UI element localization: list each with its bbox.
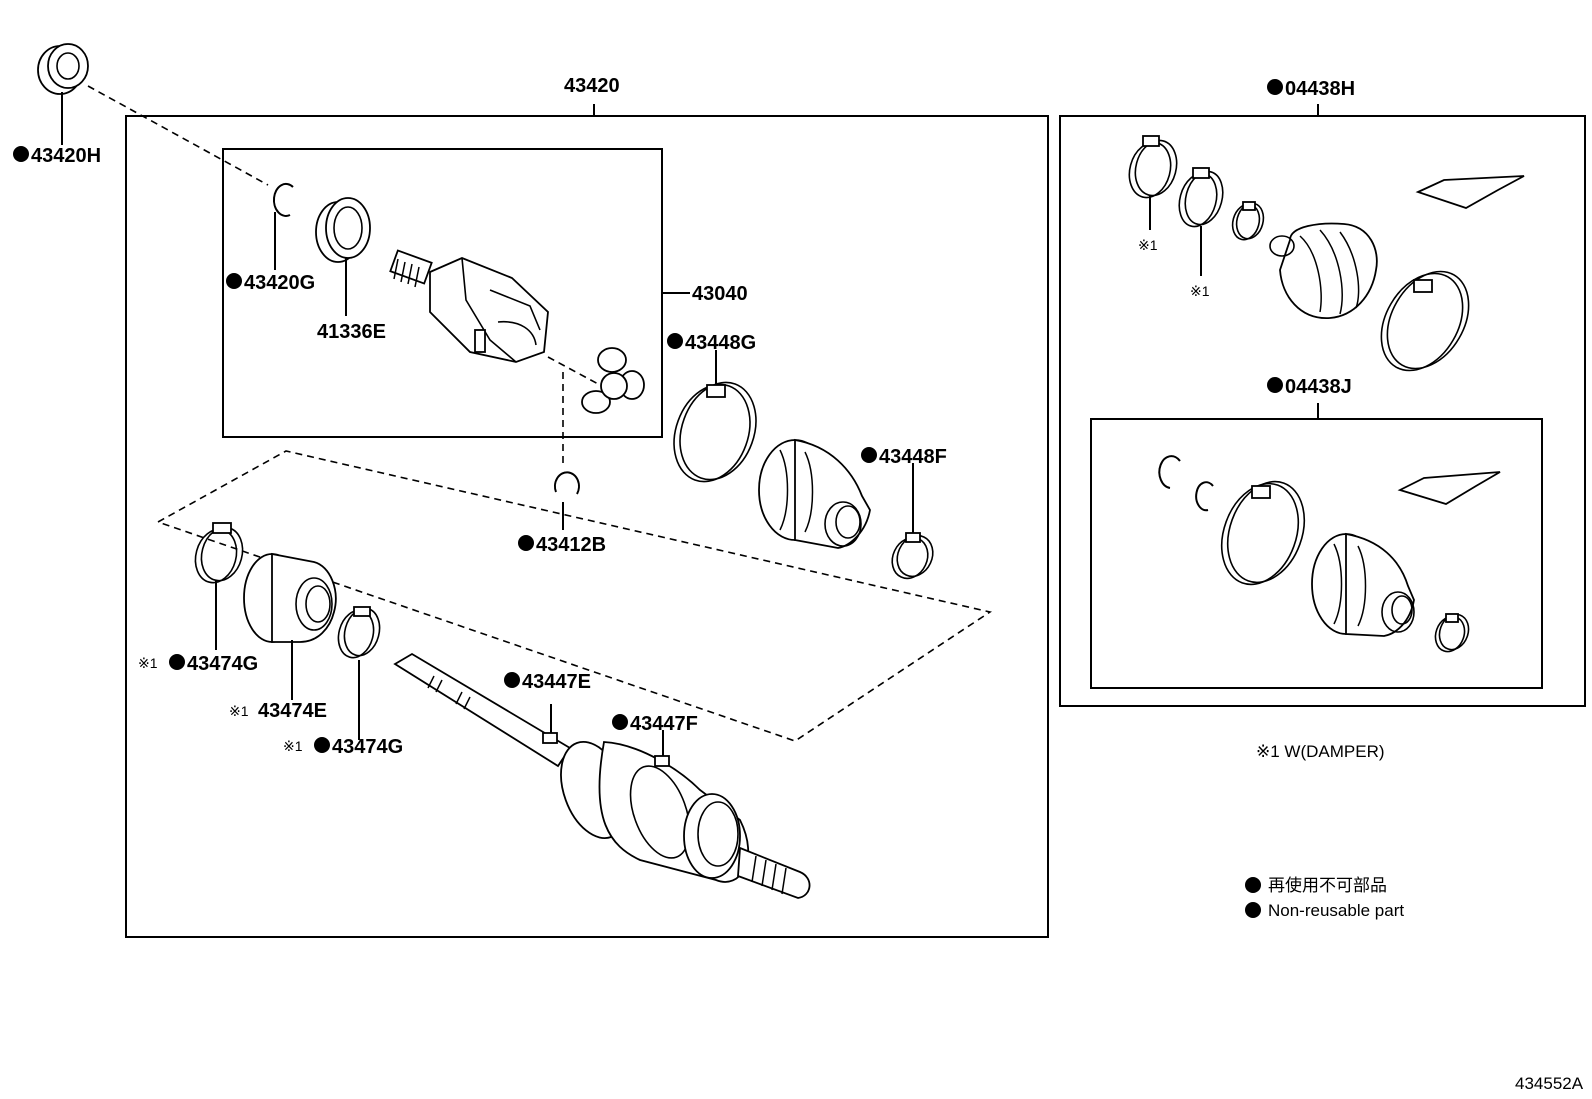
label-text: 43474G [187,653,258,675]
nonreusable-dot-icon [1267,377,1283,393]
label-text: 43474E [258,700,327,722]
label-snap-ring-inner: 43420G [226,272,315,294]
damper-icon [243,552,337,700]
damper-kit-frame [156,450,992,742]
ref-mark: ※1 [138,655,158,671]
nonreusable-dot-icon [1267,79,1283,95]
kit-j-frame [1090,418,1543,689]
nonreusable-dot-icon [504,672,520,688]
nonreusable-dot-icon [13,146,29,162]
kit-h-frame [1059,115,1586,707]
nonreusable-dot-icon [861,447,877,463]
label-boot-clamp-small: 43448F [861,446,947,468]
label-outer-clamp-1: 43447E [504,671,591,693]
label-damper: ※1 43474E [229,700,327,722]
legend-text-en: Non-reusable part [1268,901,1404,920]
ref-note-2: ※1 [1190,283,1210,299]
label-outer-clamp-2: 43447F [612,713,698,735]
figure-id: 434552A [1515,1074,1584,1093]
nonreusable-dot-icon [518,535,534,551]
label-snap-ring-outer: 43420H [13,145,101,167]
snap-ring-inner-icon [272,182,294,270]
label-dust-seal: 41336E [317,321,386,343]
drive-shaft-icon [393,652,811,899]
label-assembly: 43420 [564,75,620,97]
damper-clamp-1-icon [194,522,244,650]
label-text: 43412B [536,534,606,556]
boot-clamp-large-icon [673,350,757,483]
tripod-spider-icon [581,347,645,414]
nonreusable-dot-icon [1245,902,1261,918]
inner-boot-icon [758,438,871,549]
dust-seal-icon [315,197,371,316]
ref-note-1: ※1 [1138,237,1158,253]
snap-ring-outer-icon [37,43,89,145]
nonreusable-dot-icon [1245,877,1261,893]
label-inner-joint: 43040 [692,283,748,305]
label-damper-clamp-2: ※1 43474G [283,736,403,758]
nonreusable-dot-icon [169,654,185,670]
kit-j-parts-icon [1158,455,1501,653]
label-text: 43447F [630,713,698,735]
inner-joint-housing-icon [389,249,549,363]
nonreusable-dot-icon [612,714,628,730]
nonreusable-dot-icon [226,273,242,289]
label-kit-j: 04438J [1267,376,1352,398]
label-boot-clamp-large: 43448G [667,332,756,354]
kit-h-parts-icon [1128,135,1525,372]
label-text: 43448G [685,332,756,354]
label-text: 43474G [332,736,403,758]
nonreusable-dot-icon [667,333,683,349]
label-text: 43447E [522,671,591,693]
label-text: 43448F [879,446,947,468]
ref-mark: ※1 [229,703,249,719]
label-text: 43420G [244,272,315,294]
assembly-frame [125,115,1049,938]
label-text: 04438H [1285,78,1355,100]
legend-nonreusable-jp: 再使用不可部品 [1245,875,1387,895]
legend-nonreusable-en: Non-reusable part [1245,901,1404,920]
label-damper-clamp-1: ※1 43474G [138,653,258,675]
nonreusable-dot-icon [314,737,330,753]
label-text: 04438J [1285,376,1352,398]
snap-ring-shaft-icon [553,471,580,530]
damper-clamp-2-icon [337,606,381,740]
label-text: 43420H [31,145,101,167]
boot-clamp-small-icon [891,463,934,580]
label-kit-h: 04438H [1267,78,1355,100]
ref-mark: ※1 [283,738,303,754]
legend-text-jp: 再使用不可部品 [1268,875,1387,895]
footnote: ※1 W(DAMPER) [1256,742,1385,761]
label-snap-ring-shaft: 43412B [518,534,606,556]
